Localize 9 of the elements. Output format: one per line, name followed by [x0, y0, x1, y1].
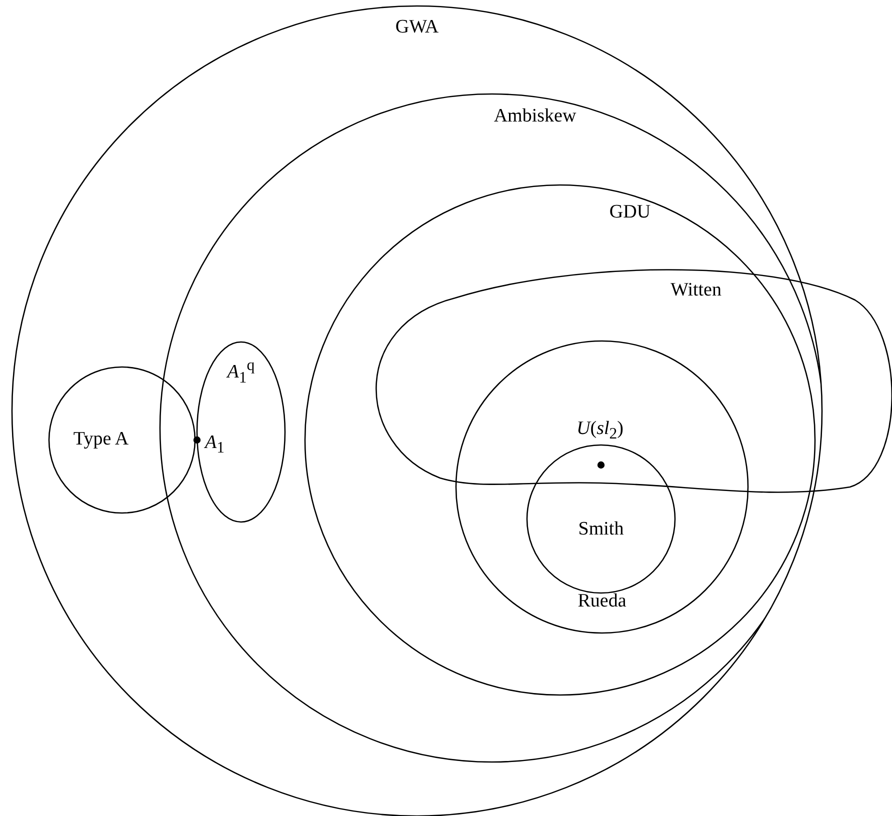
set-label: Rueda [578, 592, 626, 612]
point-label: A$_{1}$ [205, 432, 225, 458]
set-label: Ambiskew [494, 106, 576, 128]
set-label: GDU [609, 202, 651, 224]
set-label: Witten [670, 280, 722, 302]
point-label: U(sl$_{2}$) [576, 418, 624, 444]
set-label: GWA [395, 18, 439, 38]
set-label: Smith [578, 520, 624, 540]
set-label: Type A [73, 430, 129, 450]
